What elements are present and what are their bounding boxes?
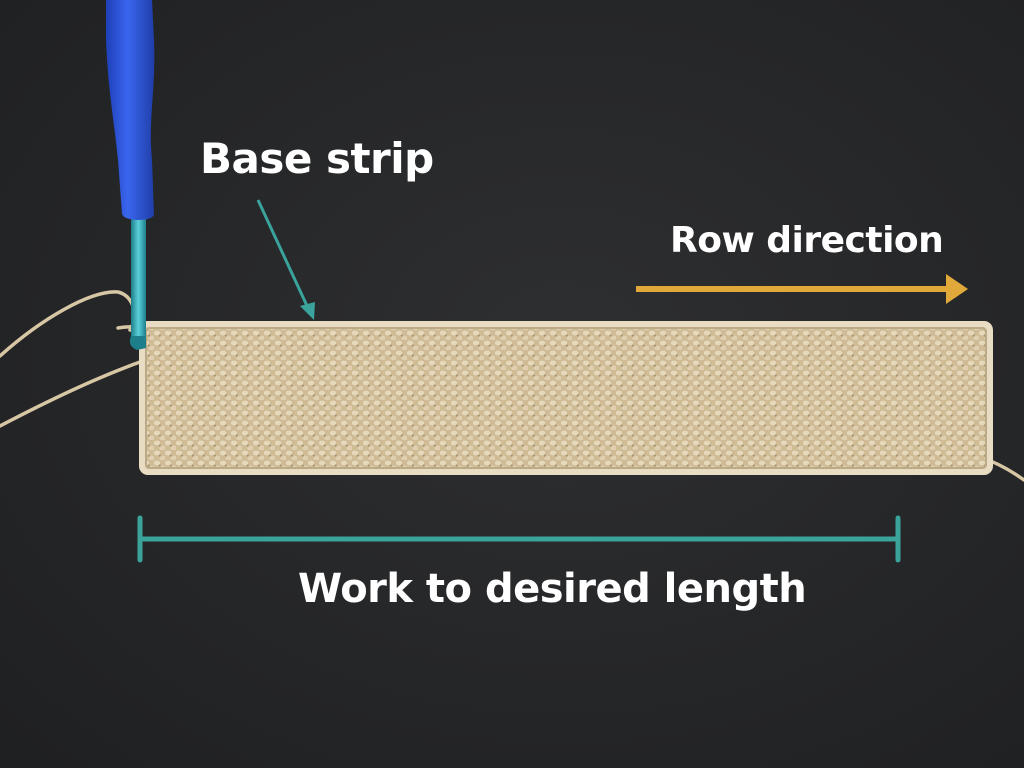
pointer-arrow-icon bbox=[256, 199, 315, 320]
length-bracket-icon bbox=[137, 515, 901, 563]
base-strip-label: Base strip bbox=[200, 134, 434, 183]
crochet-strip bbox=[139, 321, 993, 475]
row-direction-arrow-icon bbox=[636, 274, 968, 304]
row-direction-label: Row direction bbox=[670, 220, 944, 261]
work-length-label: Work to desired length bbox=[298, 566, 807, 612]
crochet-hook-icon bbox=[106, 0, 155, 350]
